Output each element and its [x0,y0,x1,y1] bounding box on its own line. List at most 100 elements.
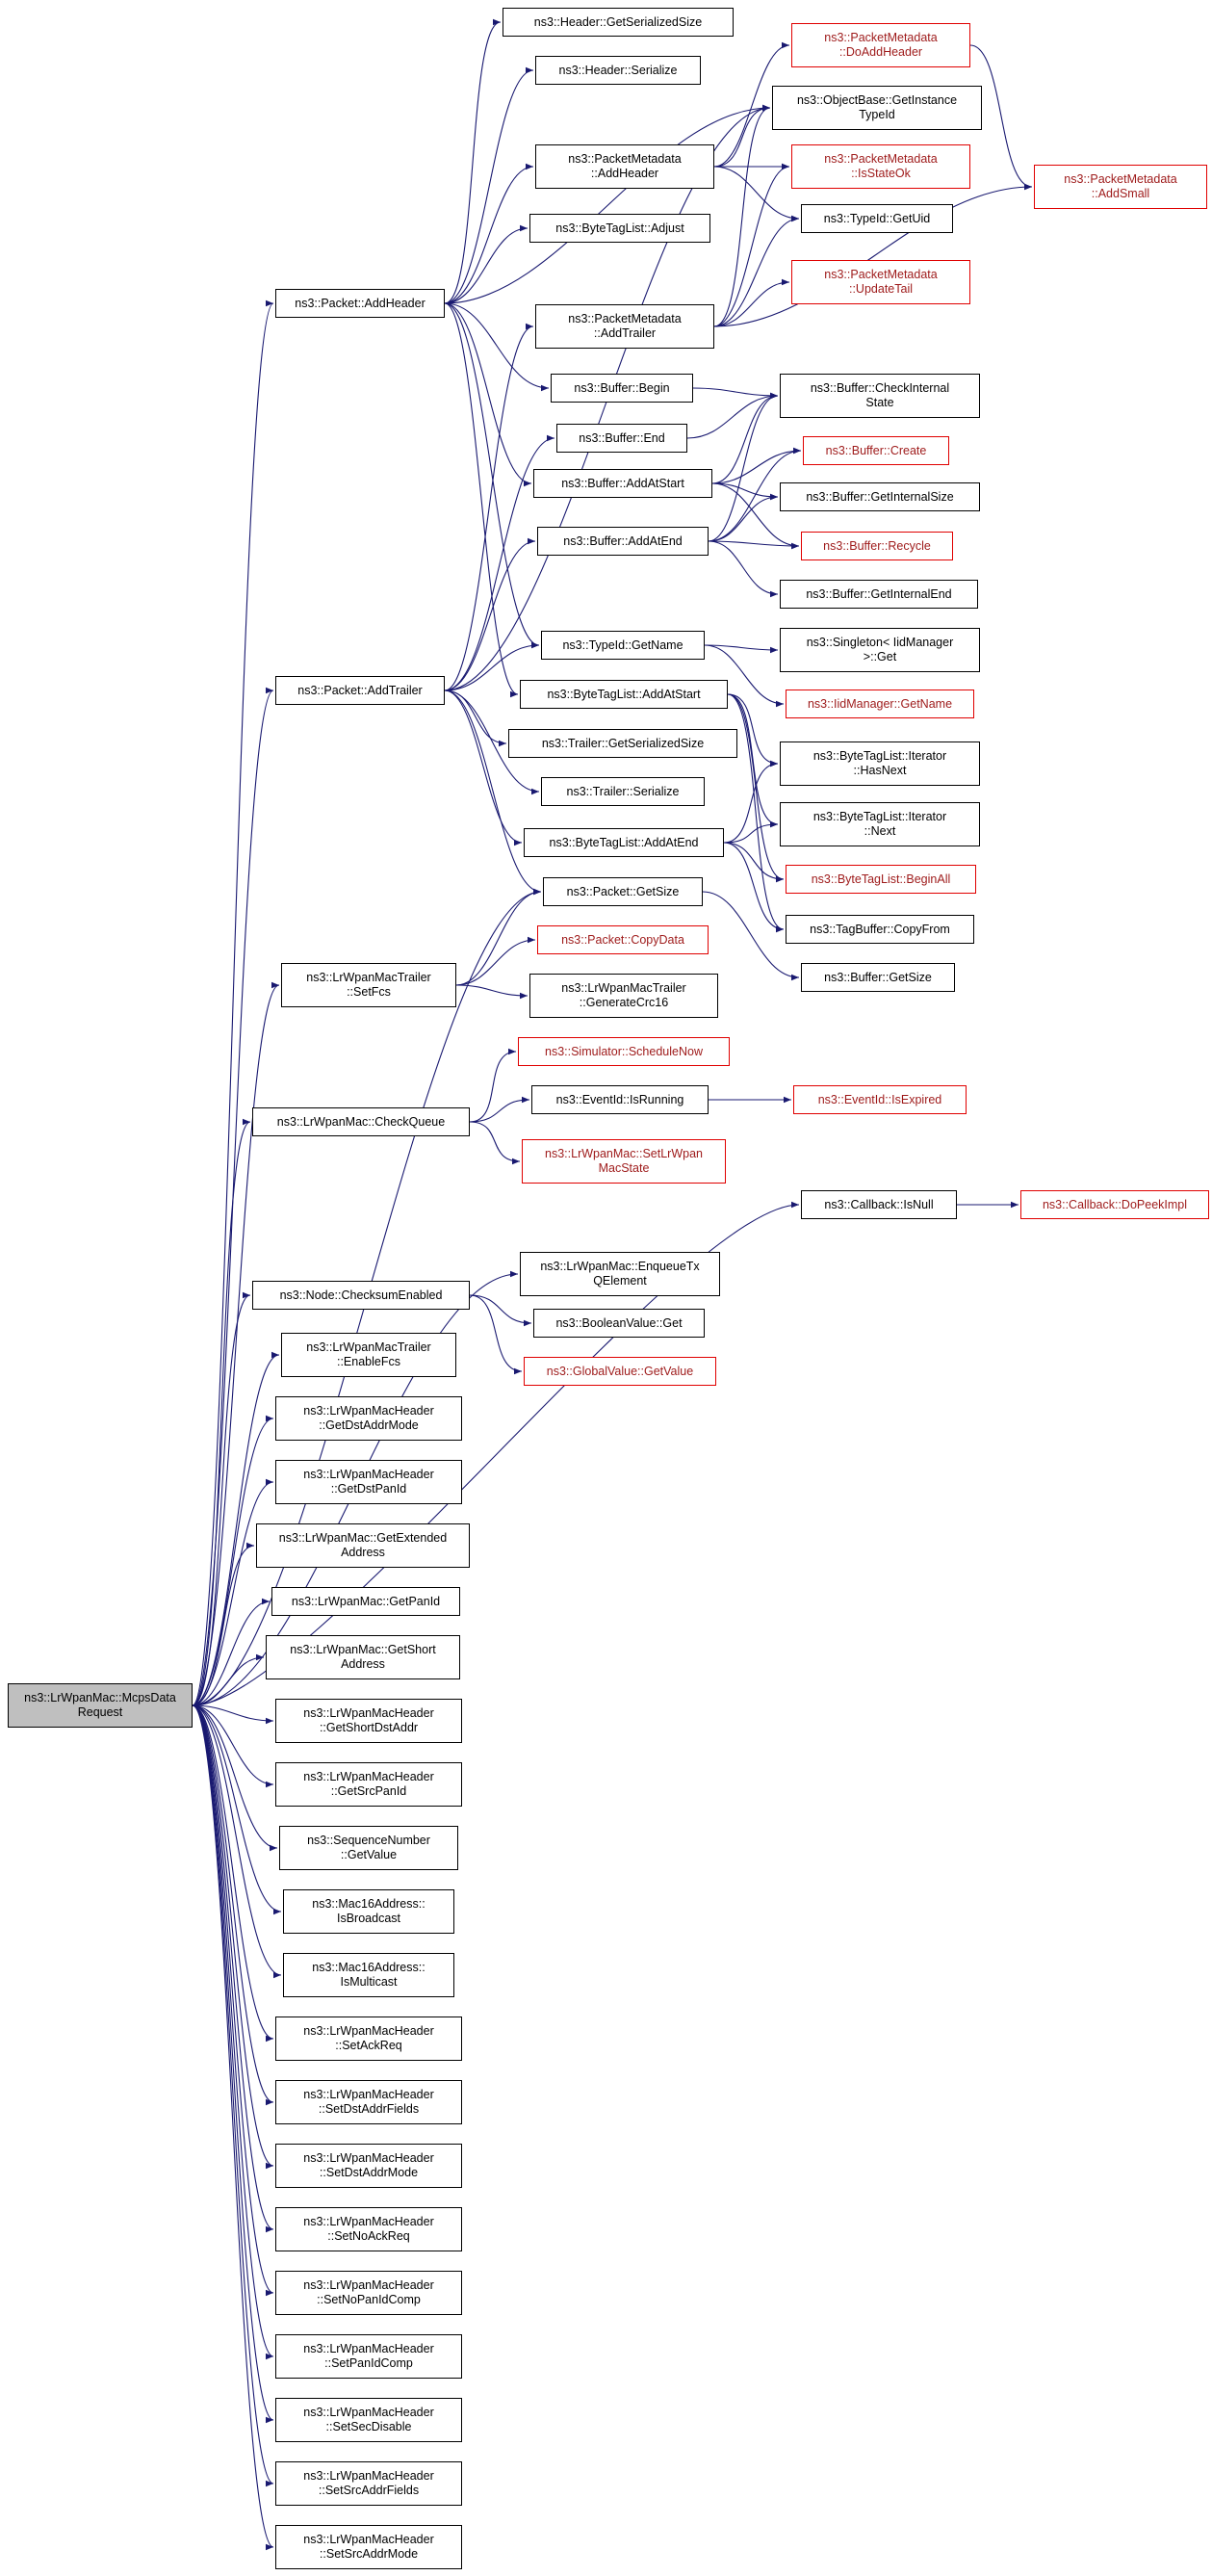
node-label-line: ::SetSecDisable [325,2420,412,2433]
graph-node-pmaddtrailer[interactable]: ns3::PacketMetadata::AddTrailer [535,304,714,349]
graph-node-getdstaddrmode[interactable]: ns3::LrWpanMacHeader::GetDstAddrMode [275,1396,462,1441]
graph-node-bufgetsize[interactable]: ns3::Buffer::GetSize [801,963,955,992]
graph-node-addsmall[interactable]: ns3::PacketMetadata::AddSmall [1034,165,1207,209]
node-label-line: ns3::Callback::IsNull [824,1197,934,1211]
node-label-line: ns3::LrWpanMacHeader [303,1770,434,1783]
graph-node-pktgetsize[interactable]: ns3::Packet::GetSize [543,877,703,906]
graph-node-trlserialize[interactable]: ns3::Trailer::Serialize [541,777,705,806]
graph-node-setnopanidcomp[interactable]: ns3::LrWpanMacHeader::SetNoPanIdComp [275,2271,462,2315]
graph-node-iidgetname[interactable]: ns3::IidManager::GetName [786,690,974,718]
graph-node-isstateok[interactable]: ns3::PacketMetadata::IsStateOk [791,144,970,189]
graph-node-bufbegin[interactable]: ns3::Buffer::Begin [551,374,693,403]
graph-node-schedulenow[interactable]: ns3::Simulator::ScheduleNow [518,1037,730,1066]
graph-node-singletonget[interactable]: ns3::Singleton< IidManager >::Get [780,628,980,672]
graph-node-dopeekimpl[interactable]: ns3::Callback::DoPeekImpl [1020,1190,1209,1219]
graph-node-isbroadcast[interactable]: ns3::Mac16Address::IsBroadcast [283,1889,454,1934]
graph-node-getuid[interactable]: ns3::TypeId::GetUid [801,204,953,233]
graph-node-getdstpanid[interactable]: ns3::LrWpanMacHeader::GetDstPanId [275,1460,462,1504]
node-label-line: IsBroadcast [336,1912,400,1925]
node-label-line: ns3::BooleanValue::Get [555,1315,683,1330]
graph-node-trlgetserializedsize[interactable]: ns3::Trailer::GetSerializedSize [508,729,737,758]
graph-node-hdrgetserializedsize[interactable]: ns3::Header::GetSerializedSize [503,8,734,37]
node-label-line: ::DoAddHeader [838,45,923,59]
graph-node-bufend[interactable]: ns3::Buffer::End [556,424,687,453]
graph-node-getpanid[interactable]: ns3::LrWpanMac::GetPanId [271,1587,460,1616]
graph-node-getinternalend[interactable]: ns3::Buffer::GetInternalEnd [780,580,978,609]
graph-node-hdrserialize[interactable]: ns3::Header::Serialize [535,56,701,85]
node-label-line: ns3::TypeId::GetUid [823,211,931,225]
graph-node-tagbufcopyfrom[interactable]: ns3::TagBuffer::CopyFrom [786,915,974,944]
graph-node-setpanidcomp[interactable]: ns3::LrWpanMacHeader::SetPanIdComp [275,2334,462,2379]
node-label-line: ::GetDstPanId [330,1482,407,1496]
graph-node-gencrc16[interactable]: ns3::LrWpanMacTrailer::GenerateCrc16 [529,974,718,1018]
graph-node-setdstaddrmode[interactable]: ns3::LrWpanMacHeader::SetDstAddrMode [275,2144,462,2188]
node-label-line: ::SetDstAddrMode [319,2166,419,2179]
node-label-line: ns3::LrWpanMacHeader [303,2151,434,2165]
node-label-line: ns3::PacketMetadata [824,268,938,281]
node-label-line: ::SetPanIdComp [324,2356,413,2370]
graph-node-bufcreate[interactable]: ns3::Buffer::Create [803,436,949,465]
graph-node-btladjust[interactable]: ns3::ByteTagList::Adjust [529,214,710,243]
graph-node-updatetail[interactable]: ns3::PacketMetadata::UpdateTail [791,260,970,304]
graph-node-pmaddheader[interactable]: ns3::PacketMetadata::AddHeader [535,144,714,189]
node-label-line: ::SetAckReq [335,2039,402,2052]
graph-node-ismulticast[interactable]: ns3::Mac16Address::IsMulticast [283,1953,454,1997]
node-label-line: ns3::LrWpanMacHeader [303,1468,434,1481]
graph-node-tidgetname[interactable]: ns3::TypeId::GetName [541,631,705,660]
graph-node-setdstaddrfields[interactable]: ns3::LrWpanMacHeader::SetDstAddrFields [275,2080,462,2124]
graph-node-setsrcaddrmode[interactable]: ns3::LrWpanMacHeader::SetSrcAddrMode [275,2525,462,2569]
graph-node-setackreq[interactable]: ns3::LrWpanMacHeader::SetAckReq [275,2017,462,2061]
graph-node-isrunning[interactable]: ns3::EventId::IsRunning [531,1085,709,1114]
node-label-line: ns3::Buffer::Recycle [823,538,931,553]
node-label-line: TypeId [859,108,895,121]
graph-node-addtrailer[interactable]: ns3::Packet::AddTrailer [275,676,445,705]
graph-node-iternext[interactable]: ns3::ByteTagList::Iterator::Next [780,802,980,846]
graph-node-seqgetvalue[interactable]: ns3::SequenceNumber::GetValue [279,1826,458,1870]
graph-node-beginall[interactable]: ns3::ByteTagList::BeginAll [786,865,976,894]
node-label-line: ns3::ByteTagList::AddAtEnd [549,835,699,849]
graph-node-enablefcs[interactable]: ns3::LrWpanMacTrailer::EnableFcs [281,1333,456,1377]
graph-node-isexpired[interactable]: ns3::EventId::IsExpired [793,1085,967,1114]
graph-node-bufaddatstart[interactable]: ns3::Buffer::AddAtStart [533,469,712,498]
node-label-line: ns3::Buffer::Create [825,443,927,457]
node-label-line: ns3::TagBuffer::CopyFrom [810,922,950,936]
graph-node-checkqueue[interactable]: ns3::LrWpanMac::CheckQueue [252,1107,470,1136]
graph-node-getinternalsize[interactable]: ns3::Buffer::GetInternalSize [780,482,980,511]
graph-node-bufaddatend[interactable]: ns3::Buffer::AddAtEnd [537,527,709,556]
graph-node-getshortdstaddr[interactable]: ns3::LrWpanMacHeader::GetShortDstAddr [275,1699,462,1743]
graph-node-isnull[interactable]: ns3::Callback::IsNull [801,1190,957,1219]
graph-node-pktcopydata[interactable]: ns3::Packet::CopyData [537,925,709,954]
graph-node-setnoackreq[interactable]: ns3::LrWpanMacHeader::SetNoAckReq [275,2207,462,2251]
graph-node-btladdatend[interactable]: ns3::ByteTagList::AddAtEnd [524,828,724,857]
graph-node-addheader[interactable]: ns3::Packet::AddHeader [275,289,445,318]
node-label-line: ns3::PacketMetadata [568,152,682,166]
node-label-line: ns3::LrWpanMacTrailer [561,981,686,995]
graph-node-btladdatstart[interactable]: ns3::ByteTagList::AddAtStart [520,680,728,709]
node-label-line: ns3::Trailer::GetSerializedSize [541,736,705,750]
graph-node-setfcs[interactable]: ns3::LrWpanMacTrailer::SetFcs [281,963,456,1007]
graph-node-doaddheader[interactable]: ns3::PacketMetadata::DoAddHeader [791,23,970,67]
graph-node-setsrcaddrfields[interactable]: ns3::LrWpanMacHeader::SetSrcAddrFields [275,2461,462,2506]
graph-node-boolget[interactable]: ns3::BooleanValue::Get [533,1309,705,1338]
node-label-line: QElement [593,1274,647,1288]
node-label-line: ns3::ByteTagList::Iterator [812,749,947,763]
node-label-line: ns3::LrWpanMacHeader [303,2215,434,2228]
graph-node-checksumenabled[interactable]: ns3::Node::ChecksumEnabled [252,1281,470,1310]
graph-node-setsecdisable[interactable]: ns3::LrWpanMacHeader::SetSecDisable [275,2398,462,2442]
node-label-line: ns3::LrWpanMacHeader [303,1404,434,1418]
node-label-line: ::SetSrcAddrMode [319,2547,419,2561]
graph-node-globalgetvalue[interactable]: ns3::GlobalValue::GetValue [524,1357,716,1386]
graph-node-getsrcpanid[interactable]: ns3::LrWpanMacHeader::GetSrcPanId [275,1762,462,1807]
graph-node-iterhasnext[interactable]: ns3::ByteTagList::Iterator::HasNext [780,742,980,786]
node-label-line: ::SetFcs [347,985,391,999]
graph-node-bufrecycle[interactable]: ns3::Buffer::Recycle [801,532,953,560]
node-label-line: ::GetShortDstAddr [319,1721,419,1734]
node-label-line: ns3::PacketMetadata [824,31,938,44]
